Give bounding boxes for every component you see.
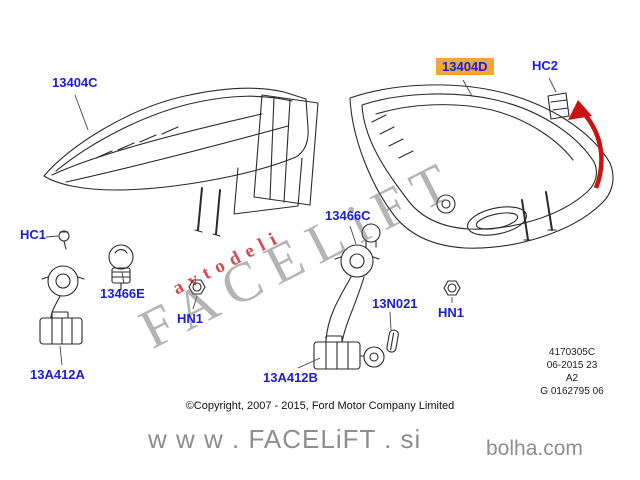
right-lamp-drawing xyxy=(349,84,614,249)
hc1-clip-drawing xyxy=(58,230,70,250)
callout-13A412A: 13A412A xyxy=(30,367,85,382)
left-lamp-drawing xyxy=(43,87,319,237)
hn1-right-nut-drawing xyxy=(443,280,461,296)
ref-line-1: 4170305C xyxy=(548,347,596,358)
watermark-url-text: w w w . FACELiFT . si xyxy=(148,424,422,454)
red-arrow-icon xyxy=(568,100,604,189)
callout-HN1-right: HN1 xyxy=(438,305,465,320)
callout-13A412B: 13A412B xyxy=(263,370,318,385)
callout-13404C: 13404C xyxy=(52,75,98,90)
socket-13466C-drawing xyxy=(313,223,385,370)
hc2-clip-drawing xyxy=(547,92,570,120)
leader-lines xyxy=(45,77,557,369)
reference-block: 4170305C 06-2015 23 A2 G 0162795 06 xyxy=(520,346,624,398)
callout-HC2: HC2 xyxy=(532,58,559,73)
callout-13466C: 13466C xyxy=(325,208,371,223)
ref-line-4: G 0162795 06 xyxy=(540,386,604,397)
socket-13A412A-drawing xyxy=(39,265,85,345)
watermark-bolha-text: bolha.com xyxy=(486,437,583,460)
callout-13N021: 13N021 xyxy=(372,296,418,311)
bulb-13466E-drawing xyxy=(108,244,134,291)
bulb-13N021-drawing xyxy=(386,329,399,353)
copyright-text: ©Copyright, 2007 - 2015, Ford Motor Comp… xyxy=(185,400,455,412)
callout-HN1-left: HN1 xyxy=(177,311,204,326)
callout-13466E: 13466E xyxy=(100,286,145,301)
ref-line-3: A2 xyxy=(565,373,579,384)
ref-line-2: 06-2015 23 xyxy=(546,360,598,371)
hn1-left-nut-drawing xyxy=(188,279,206,295)
callout-HC1: HC1 xyxy=(20,227,47,242)
callout-13404D-highlighted: 13404D xyxy=(436,58,494,75)
